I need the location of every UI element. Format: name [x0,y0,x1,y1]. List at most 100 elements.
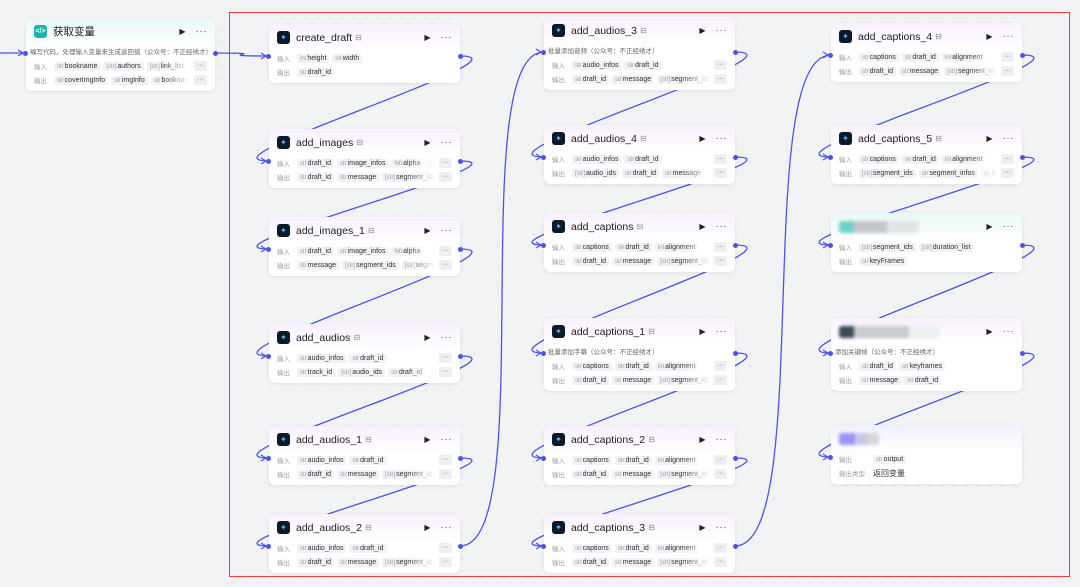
expand-params-button[interactable]: ··· [714,168,727,178]
input-port[interactable] [266,54,271,59]
output-port[interactable] [458,54,463,59]
run-button[interactable]: ▶ [424,435,431,444]
output-port[interactable] [733,456,738,461]
input-port[interactable] [828,243,833,248]
input-port[interactable] [828,53,833,58]
input-port[interactable] [541,243,546,248]
output-port[interactable] [213,51,218,56]
workflow-node[interactable]: ▶···输入[str]segment_ids[str]duration_list… [828,213,1025,272]
run-button[interactable]: ▶ [699,222,706,231]
expand-params-button[interactable]: ··· [439,246,452,256]
expand-params-button[interactable]: ··· [1001,52,1014,62]
input-port[interactable] [828,351,833,356]
output-port[interactable] [733,155,738,160]
more-options-button[interactable]: ··· [440,137,452,148]
run-button[interactable]: ▶ [699,26,706,35]
input-port[interactable] [541,50,546,55]
output-port[interactable] [458,159,463,164]
run-button[interactable]: ▶ [179,27,186,36]
run-button[interactable]: ▶ [424,33,431,42]
run-button[interactable]: ▶ [986,327,993,336]
more-options-button[interactable]: ··· [715,133,727,144]
expand-params-button[interactable]: ··· [714,375,727,385]
output-port[interactable] [458,354,463,359]
expand-params-button[interactable]: ··· [439,455,452,465]
input-port[interactable] [828,155,833,160]
more-options-button[interactable]: ··· [715,25,727,36]
run-button[interactable]: ▶ [699,435,706,444]
expand-params-button[interactable]: ··· [714,361,727,371]
run-button[interactable]: ▶ [986,32,993,41]
more-options-button[interactable]: ··· [715,326,727,337]
more-options-button[interactable]: ··· [440,225,452,236]
more-options-button[interactable]: ··· [440,332,452,343]
run-button[interactable]: ▶ [424,523,431,532]
expand-params-button[interactable]: ··· [194,61,207,71]
more-options-button[interactable]: ··· [1002,31,1014,42]
expand-params-button[interactable]: ··· [439,543,452,553]
expand-params-button[interactable]: ··· [194,75,207,85]
output-port[interactable] [733,50,738,55]
expand-params-button[interactable]: ··· [1001,154,1014,164]
output-port[interactable] [733,243,738,248]
run-button[interactable]: ▶ [424,226,431,235]
input-port[interactable] [541,544,546,549]
input-port[interactable] [266,544,271,549]
expand-params-button[interactable]: ··· [439,353,452,363]
expand-params-button[interactable]: ··· [439,469,452,479]
expand-params-button[interactable]: ··· [714,543,727,553]
more-options-button[interactable]: ··· [440,522,452,533]
input-port[interactable] [266,354,271,359]
input-port[interactable] [266,247,271,252]
run-button[interactable]: ▶ [986,134,993,143]
output-port[interactable] [1020,155,1025,160]
expand-params-button[interactable]: ··· [714,60,727,70]
run-button[interactable]: ▶ [699,327,706,336]
output-port[interactable] [1020,53,1025,58]
input-port[interactable] [23,51,28,56]
output-port[interactable] [458,247,463,252]
more-options-button[interactable]: ··· [440,32,452,43]
run-button[interactable]: ▶ [424,138,431,147]
expand-params-button[interactable]: ··· [714,455,727,465]
expand-params-button[interactable]: ··· [714,242,727,252]
input-port[interactable] [828,455,833,460]
output-port[interactable] [733,351,738,356]
output-port[interactable] [458,456,463,461]
run-button[interactable]: ▶ [986,222,993,231]
expand-params-button[interactable]: ··· [714,154,727,164]
more-options-button[interactable]: ··· [715,522,727,533]
expand-params-button[interactable]: ··· [714,256,727,266]
more-options-button[interactable]: ··· [715,434,727,445]
expand-params-button[interactable]: ··· [439,260,452,270]
more-options-button[interactable]: ··· [1002,221,1014,232]
expand-params-button[interactable]: ··· [439,557,452,567]
expand-params-button[interactable]: ··· [1001,66,1014,76]
expand-params-button[interactable]: ··· [1001,168,1014,178]
more-options-button[interactable]: ··· [1002,326,1014,337]
more-options-button[interactable]: ··· [195,26,207,37]
input-port[interactable] [266,159,271,164]
expand-params-button[interactable]: ··· [439,158,452,168]
expand-params-button[interactable]: ··· [439,367,452,377]
output-port[interactable] [1020,351,1025,356]
expand-params-button[interactable]: ··· [439,172,452,182]
input-port[interactable] [541,351,546,356]
expand-params-button[interactable]: ··· [714,74,727,84]
